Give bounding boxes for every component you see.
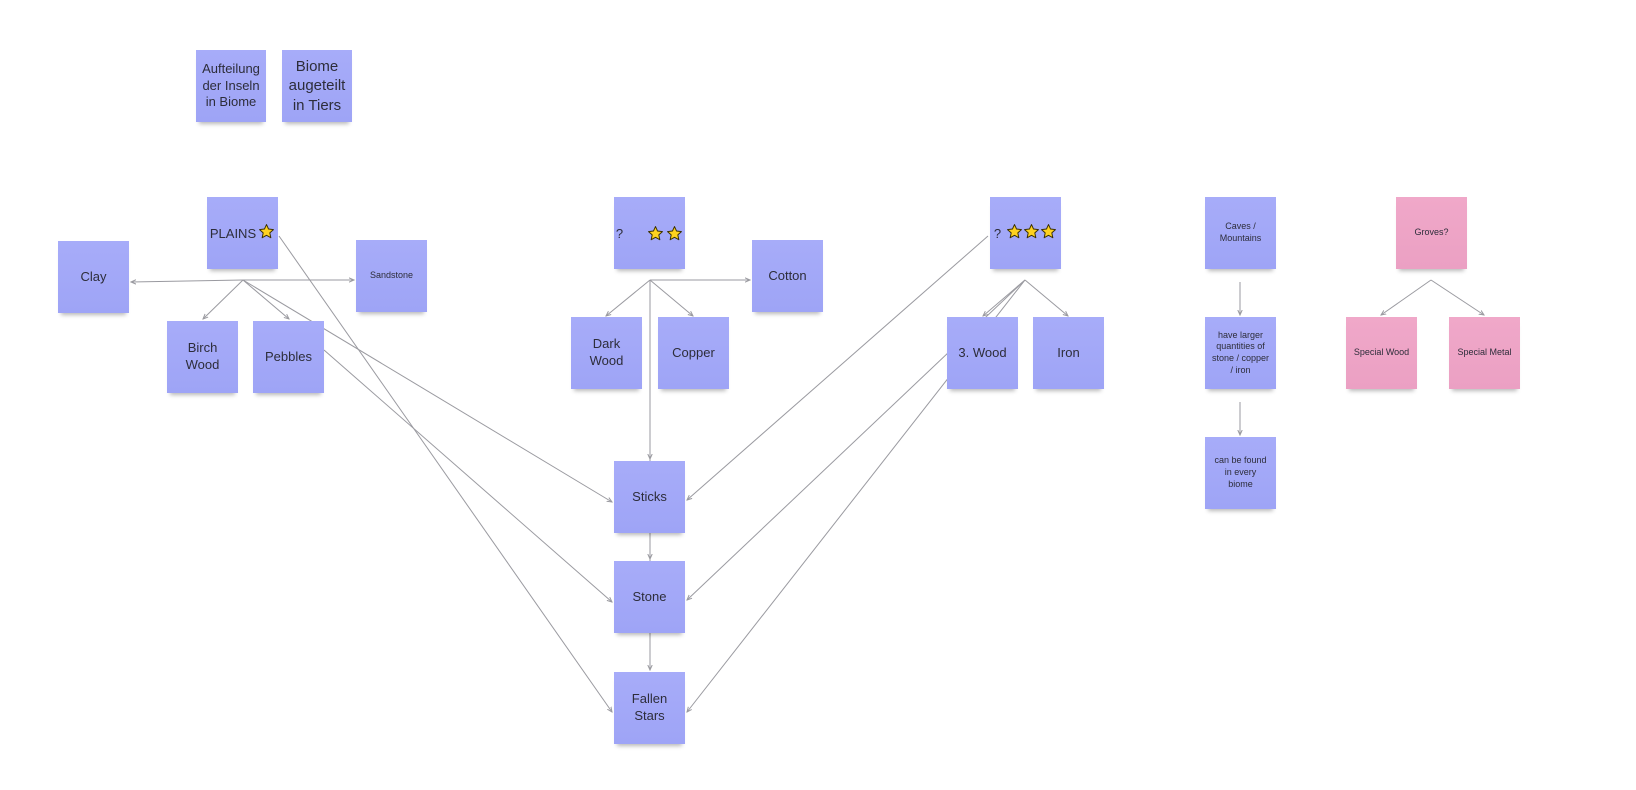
- note-cotton-text: Cotton: [768, 267, 807, 283]
- note-sandstone-text: Sandstone: [369, 270, 414, 281]
- note-clay[interactable]: Clay: [58, 241, 129, 313]
- plains-title: PLAINS: [209, 225, 257, 241]
- note-cotton[interactable]: Cotton: [752, 240, 823, 312]
- note-tier3[interactable]: ?: [990, 197, 1061, 269]
- plains-tier-label: PLAINS: [210, 223, 275, 243]
- note-sticks-text: Sticks: [632, 488, 667, 504]
- note-special-wood-text: Special Wood: [1353, 347, 1410, 358]
- tier3-title: ?: [993, 225, 1002, 241]
- star-icon: [1006, 223, 1023, 240]
- tier2-stars: [647, 225, 683, 242]
- note-every-biome[interactable]: can be found in every biome: [1205, 437, 1276, 509]
- connector-plains-stars[interactable]: [278, 235, 612, 712]
- note-iron-text: Iron: [1057, 344, 1080, 360]
- note-special-metal[interactable]: Special Metal: [1449, 317, 1520, 389]
- tier3-label: ?: [994, 223, 1057, 243]
- connector-plains-pebbles[interactable]: [242, 279, 289, 319]
- note-aufteilung[interactable]: Aufteilung der Inseln in Biome: [196, 50, 266, 122]
- connector-tier3-iron[interactable]: [1024, 279, 1068, 316]
- star-icon: [1023, 223, 1040, 240]
- note-caves-mountains[interactable]: Caves / Mountains: [1205, 197, 1276, 269]
- note-tier2[interactable]: ?: [614, 197, 685, 269]
- note-birch-wood-text: Birch Wood: [185, 340, 220, 372]
- note-copper[interactable]: Copper: [658, 317, 729, 389]
- note-biome-tiers[interactable]: Biome augeteilt in Tiers: [282, 50, 352, 122]
- note-aufteilung-text: Aufteilung der Inseln in Biome: [202, 60, 260, 110]
- star-icon: [1040, 223, 1057, 240]
- note-clay-text: Clay: [80, 268, 107, 284]
- star-icon: [647, 225, 664, 242]
- tier2-title: ?: [615, 225, 624, 241]
- star-icon: [258, 223, 275, 240]
- tier3-stars: [1006, 223, 1057, 243]
- note-groves[interactable]: Groves?: [1396, 197, 1467, 269]
- note-special-wood[interactable]: Special Wood: [1346, 317, 1417, 389]
- note-sticks[interactable]: Sticks: [614, 461, 685, 533]
- connector-plains-clay[interactable]: [131, 280, 244, 282]
- connector-tier2-darkwood[interactable]: [606, 279, 651, 316]
- note-third-wood[interactable]: 3. Wood: [947, 317, 1018, 389]
- star-icon: [666, 225, 683, 242]
- connector-groves-specialwood[interactable]: [1381, 279, 1432, 315]
- note-iron[interactable]: Iron: [1033, 317, 1104, 389]
- note-dark-wood[interactable]: Dark Wood: [571, 317, 642, 389]
- note-copper-text: Copper: [672, 344, 715, 360]
- note-third-wood-text: 3. Wood: [958, 344, 1007, 360]
- note-pebbles-text: Pebbles: [265, 348, 312, 364]
- note-every-biome-text: can be found in every biome: [1214, 455, 1267, 489]
- note-sandstone[interactable]: Sandstone: [356, 240, 427, 312]
- note-stone-text: Stone: [632, 588, 667, 604]
- note-dark-wood-text: Dark Wood: [589, 336, 624, 368]
- connector-plains-birch[interactable]: [203, 279, 244, 319]
- connector-pebbles-stone[interactable]: [323, 349, 612, 602]
- note-special-metal-text: Special Metal: [1457, 347, 1512, 358]
- note-larger-quantities-text: have larger quantities of stone / copper…: [1211, 329, 1270, 375]
- note-birch-wood[interactable]: Birch Wood: [167, 321, 238, 393]
- note-fallen-stars[interactable]: Fallen Stars: [614, 672, 685, 744]
- connector-tier3-thirdwood[interactable]: [983, 279, 1026, 316]
- note-biome-tiers-text: Biome augeteilt in Tiers: [288, 57, 346, 114]
- note-larger-quantities[interactable]: have larger quantities of stone / copper…: [1205, 317, 1276, 389]
- note-pebbles[interactable]: Pebbles: [253, 321, 324, 393]
- note-caves-text: Caves / Mountains: [1219, 221, 1262, 243]
- connector-tier3-sticks[interactable]: [687, 235, 989, 500]
- connector-groves-specialmetal[interactable]: [1430, 279, 1484, 315]
- tier2-label: ?: [616, 225, 683, 242]
- connector-tier2-copper[interactable]: [649, 279, 693, 316]
- note-plains[interactable]: PLAINS: [207, 197, 278, 269]
- note-fallen-stars-text: Fallen Stars: [631, 691, 668, 723]
- note-stone[interactable]: Stone: [614, 561, 685, 633]
- plains-stars: [258, 223, 275, 243]
- note-groves-text: Groves?: [1414, 227, 1449, 238]
